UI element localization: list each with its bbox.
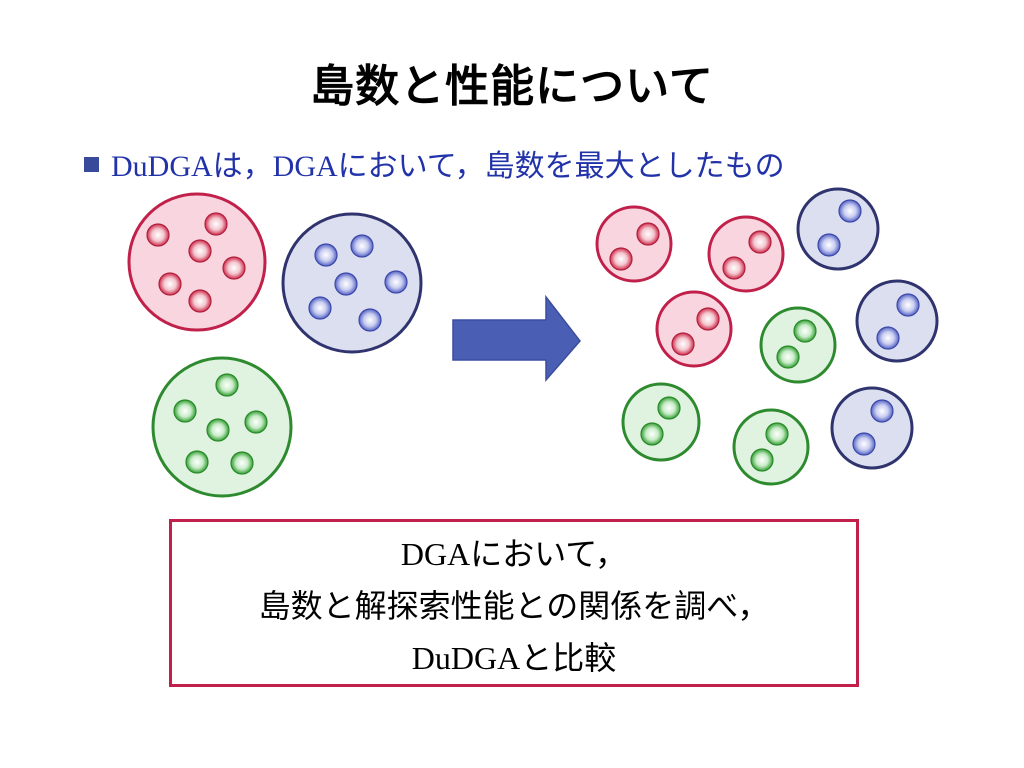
individual-ball xyxy=(671,332,695,356)
individual-ball xyxy=(657,396,681,420)
summary-line-1: DGAにおいて， xyxy=(172,528,856,580)
individual-ball xyxy=(173,399,197,423)
bullet-dga: DGA xyxy=(272,150,338,183)
individual-ball xyxy=(308,296,332,320)
individual-ball xyxy=(636,222,660,246)
individual-ball xyxy=(838,199,862,223)
small-island-red xyxy=(595,205,673,283)
bullet-line: DuDGAは，DGAにおいて，島数を最大としたもの xyxy=(84,141,785,185)
summary-line-3-text: と比較 xyxy=(520,639,617,677)
individual-ball xyxy=(314,243,338,267)
individual-ball xyxy=(244,410,268,434)
bullet-text-1: は， xyxy=(212,149,273,184)
individual-ball xyxy=(230,451,254,475)
individual-ball xyxy=(384,270,408,294)
individual-ball xyxy=(696,307,720,331)
individual-ball xyxy=(206,418,230,442)
small-island-green xyxy=(759,306,837,384)
summary-dudga: DuDGA xyxy=(411,640,521,676)
small-island-blue xyxy=(830,386,914,470)
individual-ball xyxy=(750,448,774,472)
individual-ball xyxy=(358,308,382,332)
individual-ball xyxy=(852,432,876,456)
bullet-square-icon xyxy=(84,157,99,172)
individual-ball xyxy=(350,234,374,258)
small-island-blue xyxy=(796,187,880,271)
individual-ball xyxy=(222,256,246,280)
individual-ball xyxy=(748,230,772,254)
individual-ball xyxy=(334,272,358,296)
summary-line-2: 島数と解探索性能との関係を調べ， xyxy=(258,587,770,625)
summary-line-1-text: において， xyxy=(470,535,628,573)
small-island-red xyxy=(655,290,733,368)
right-arrow-icon xyxy=(452,294,581,383)
individual-ball xyxy=(870,399,894,423)
individual-ball xyxy=(185,450,209,474)
small-island-green xyxy=(621,382,701,462)
slide-title: 島数と性能について xyxy=(310,61,714,112)
large-island-blue xyxy=(281,212,423,354)
individual-ball xyxy=(158,272,182,296)
individual-ball xyxy=(765,422,789,446)
large-island-red xyxy=(127,192,267,332)
bullet-text-2: において，島数を最大としたもの xyxy=(337,149,785,184)
individual-ball xyxy=(188,289,212,313)
summary-box: DGAにおいて， 島数と解探索性能との関係を調べ， DuDGAと比較 xyxy=(169,519,859,687)
bullet-dudga: DuDGA xyxy=(111,150,213,183)
small-island-blue xyxy=(855,279,939,363)
individual-ball xyxy=(817,233,841,257)
summary-dga: DGA xyxy=(400,536,471,572)
individual-ball xyxy=(204,212,228,236)
small-island-red xyxy=(707,215,785,293)
individual-ball xyxy=(640,422,664,446)
individual-ball xyxy=(146,223,170,247)
individual-ball xyxy=(876,326,900,350)
individual-ball xyxy=(776,345,800,369)
summary-line-3: DuDGAと比較 xyxy=(172,632,856,684)
large-island-green xyxy=(151,356,293,498)
individual-ball xyxy=(793,319,817,343)
individual-ball xyxy=(188,239,212,263)
individual-ball xyxy=(722,256,746,280)
individual-ball xyxy=(609,247,633,271)
small-island-green xyxy=(732,408,810,486)
individual-ball xyxy=(896,293,920,317)
individual-ball xyxy=(215,373,239,397)
